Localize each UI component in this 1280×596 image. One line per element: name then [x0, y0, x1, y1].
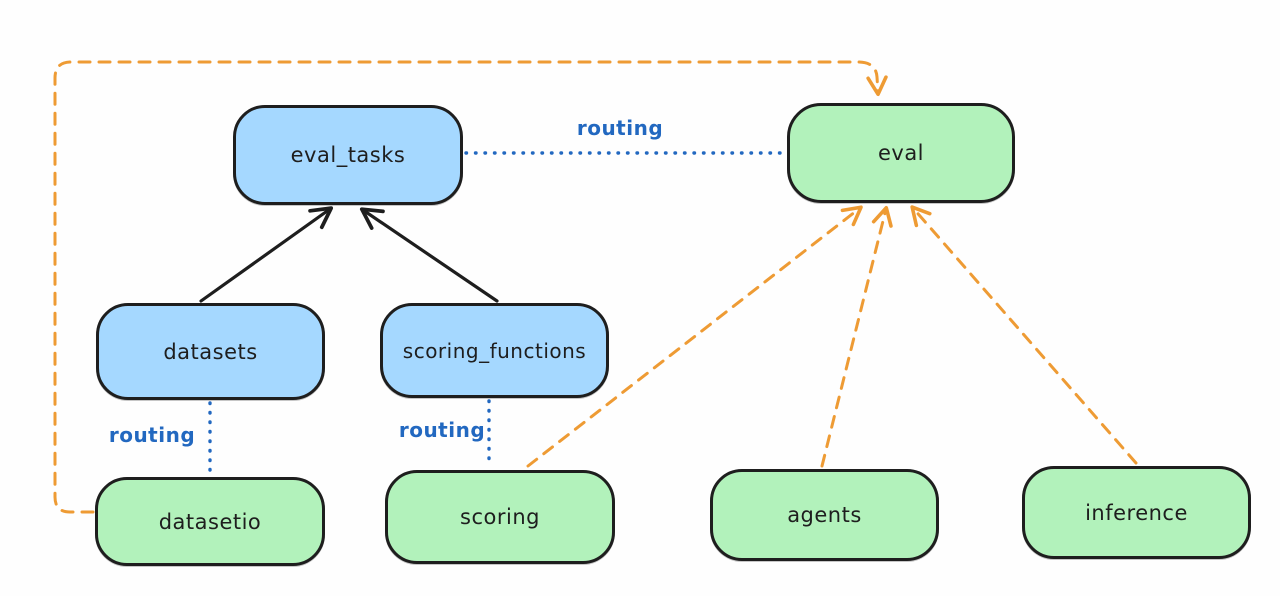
node-label: datasetio — [158, 509, 262, 534]
edge-label-routing-scoring-functions-scoring: routing — [398, 418, 486, 442]
node-datasetio: datasetio — [95, 477, 325, 566]
edge-datasets-to-eval-tasks — [199, 206, 334, 303]
edge-datasetio-to-eval — [53, 60, 888, 514]
edge-scoring-to-eval — [526, 205, 863, 468]
node-label: eval_tasks — [290, 143, 406, 167]
node-label: datasets — [163, 339, 258, 364]
node-agents: agents — [710, 469, 939, 561]
node-label: eval — [877, 141, 925, 165]
edge-scoring-functions-to-eval-tasks — [359, 207, 499, 303]
node-scoring-functions: scoring_functions — [380, 303, 609, 398]
edge-agents-to-eval — [820, 205, 893, 468]
node-label: agents — [787, 503, 862, 527]
node-inference: inference — [1022, 466, 1251, 559]
edge-inference-to-eval — [910, 205, 1138, 465]
edge-label-routing-eval-tasks-eval: routing — [576, 116, 664, 140]
node-eval-tasks: eval_tasks — [233, 105, 463, 205]
node-eval: eval — [787, 103, 1015, 203]
node-label: inference — [1085, 500, 1188, 525]
edge-label-routing-datasets-datasetio: routing — [108, 423, 196, 447]
node-label: scoring — [460, 505, 540, 529]
node-scoring: scoring — [385, 470, 615, 564]
node-label: scoring_functions — [402, 338, 587, 363]
node-datasets: datasets — [96, 303, 325, 400]
